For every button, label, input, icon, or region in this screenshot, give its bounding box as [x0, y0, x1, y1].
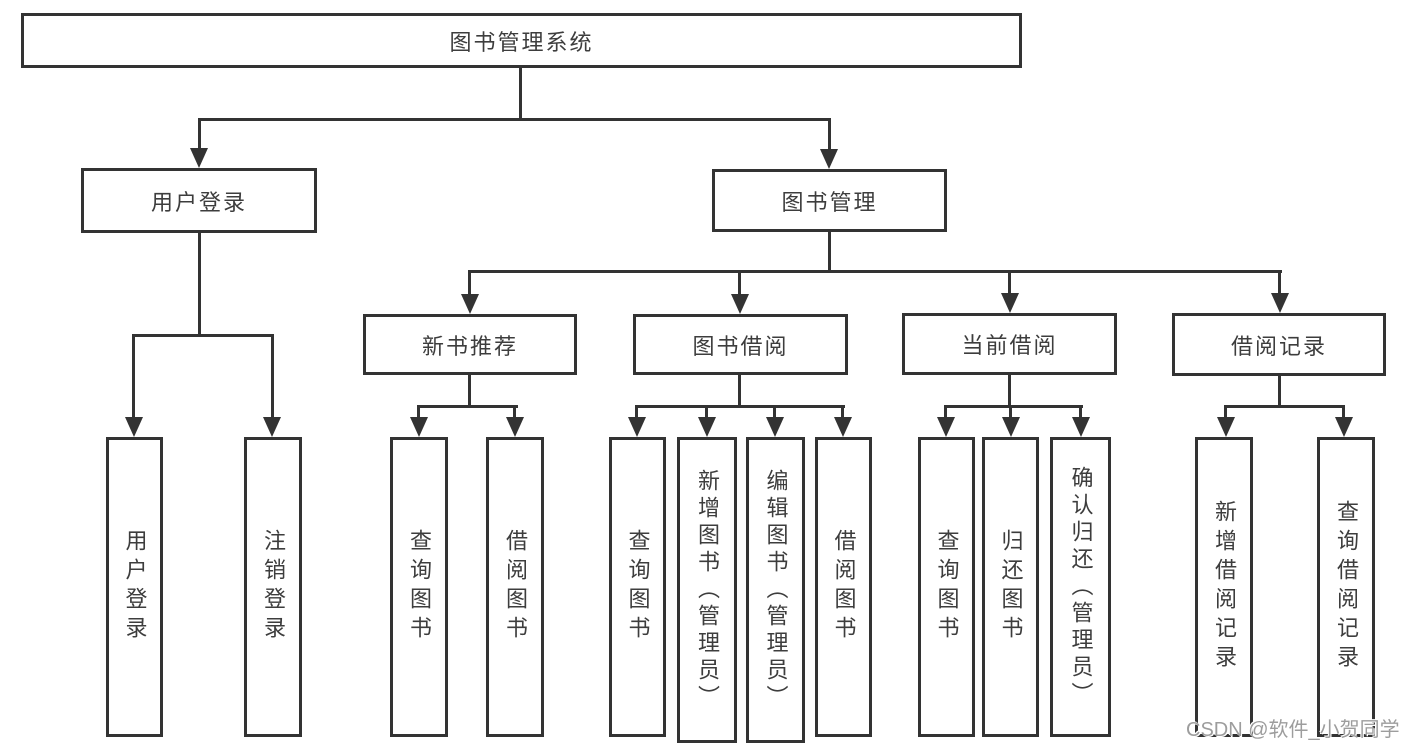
- node-book-borrow: 图书借阅: [633, 314, 848, 375]
- connector-book-drop: [828, 118, 831, 151]
- connector-drop: [417, 405, 420, 419]
- leaf-newbooks-query: 查询图书: [390, 437, 448, 737]
- node-book-management-label: 图书管理: [781, 189, 878, 215]
- connector-level2-rail: [468, 270, 1282, 273]
- connector-drop: [841, 405, 844, 419]
- leaf-borrow-borrow-label: 借阅图书: [831, 529, 857, 645]
- node-borrow-records-label: 借阅记录: [1230, 333, 1327, 359]
- arrow-down-icon: [628, 417, 646, 437]
- connector-drop: [513, 405, 516, 419]
- arrow-down-icon: [125, 417, 143, 437]
- arrow-down-icon: [1072, 417, 1090, 437]
- leaf-newbooks-borrow-label: 借阅图书: [503, 529, 528, 645]
- connector-user-stem: [198, 233, 201, 336]
- connector-drop: [944, 405, 947, 419]
- leaf-logout-label: 注销登录: [261, 529, 286, 645]
- arrow-down-icon: [506, 417, 524, 437]
- leaf-records-query: 查询借阅记录: [1317, 437, 1375, 737]
- node-user-login: 用户登录: [81, 168, 317, 233]
- node-new-books: 新书推荐: [363, 314, 577, 375]
- node-borrow-records: 借阅记录: [1172, 313, 1386, 376]
- arrow-down-icon: [1001, 293, 1019, 313]
- arrow-down-icon: [1217, 417, 1235, 437]
- connector-stem: [468, 375, 471, 407]
- connector-drop: [1009, 405, 1012, 419]
- node-new-books-label: 新书推荐: [421, 333, 518, 359]
- leaf-current-query: 查询图书: [918, 437, 975, 737]
- arrow-down-icon: [1335, 417, 1353, 437]
- connector-stem: [738, 375, 741, 407]
- leaf-borrow-add-admin-label: 新增图书（管理员）: [695, 468, 720, 712]
- connector-drop: [1224, 405, 1227, 419]
- connector-drop: [271, 334, 274, 418]
- leaf-current-return: 归还图书: [982, 437, 1039, 737]
- connector-drop: [1008, 270, 1011, 295]
- leaf-records-add: 新增借阅记录: [1195, 437, 1253, 737]
- leaf-logout: 注销登录: [244, 437, 302, 737]
- leaf-records-add-label: 新增借阅记录: [1212, 500, 1237, 674]
- leaf-user-login-label: 用户登录: [122, 529, 148, 645]
- leaf-current-confirm-admin-label: 确认归还（管理员）: [1068, 465, 1094, 709]
- connector-drop: [132, 334, 135, 418]
- leaf-borrow-query-label: 查询图书: [625, 529, 651, 645]
- connector-rail: [1224, 405, 1345, 408]
- arrow-down-icon: [698, 417, 716, 437]
- leaf-records-query-label: 查询借阅记录: [1334, 500, 1359, 674]
- connector-drop: [1342, 405, 1345, 419]
- arrow-down-icon: [937, 417, 955, 437]
- connector-drop: [773, 405, 776, 419]
- leaf-current-query-label: 查询图书: [934, 529, 960, 645]
- leaf-borrow-borrow: 借阅图书: [815, 437, 872, 737]
- connector-drop: [1079, 405, 1082, 419]
- node-book-management: 图书管理: [712, 169, 947, 232]
- node-book-borrow-label: 图书借阅: [692, 333, 789, 359]
- arrow-down-icon: [461, 294, 479, 314]
- connector-drop: [705, 405, 708, 419]
- connector-stem: [1008, 375, 1011, 407]
- connector-user-drop: [198, 118, 201, 150]
- leaf-newbooks-borrow: 借阅图书: [486, 437, 544, 737]
- connector-root-stem: [519, 68, 522, 119]
- connector-rail: [635, 405, 845, 408]
- node-user-login-label: 用户登录: [150, 189, 247, 215]
- leaf-current-return-label: 归还图书: [998, 529, 1024, 645]
- leaf-borrow-edit-admin: 编辑图书（管理员）: [746, 437, 805, 743]
- node-current-borrow: 当前借阅: [902, 313, 1117, 375]
- leaf-borrow-query: 查询图书: [609, 437, 666, 737]
- connector-drop: [1278, 270, 1281, 295]
- arrow-down-icon: [1002, 417, 1020, 437]
- connector-drop: [468, 270, 471, 296]
- node-root: 图书管理系统: [21, 13, 1022, 68]
- arrow-down-icon: [766, 417, 784, 437]
- arrow-down-icon: [834, 417, 852, 437]
- connector-rail: [417, 405, 518, 408]
- watermark: CSDN @软件_小贺同学: [1186, 719, 1400, 741]
- arrow-down-icon: [731, 294, 749, 314]
- connector-level1-rail: [198, 118, 831, 121]
- leaf-newbooks-query-label: 查询图书: [407, 529, 432, 645]
- connector-user-rail: [132, 334, 274, 337]
- leaf-current-confirm-admin: 确认归还（管理员）: [1050, 437, 1111, 737]
- leaf-borrow-add-admin: 新增图书（管理员）: [677, 437, 737, 743]
- leaf-borrow-edit-admin-label: 编辑图书（管理员）: [763, 468, 789, 712]
- arrow-down-icon: [1271, 293, 1289, 313]
- arrow-down-icon: [263, 417, 281, 437]
- connector-stem: [1278, 376, 1281, 407]
- arrow-down-icon: [410, 417, 428, 437]
- connector-drop: [635, 405, 638, 419]
- arrow-down-icon: [820, 149, 838, 169]
- connector-book-stem: [828, 232, 831, 272]
- node-root-label: 图书管理系统: [449, 29, 594, 55]
- connector-drop: [738, 270, 741, 296]
- leaf-user-login: 用户登录: [106, 437, 163, 737]
- node-current-borrow-label: 当前借阅: [961, 333, 1058, 358]
- connector-rail: [944, 405, 1083, 408]
- arrow-down-icon: [190, 148, 208, 168]
